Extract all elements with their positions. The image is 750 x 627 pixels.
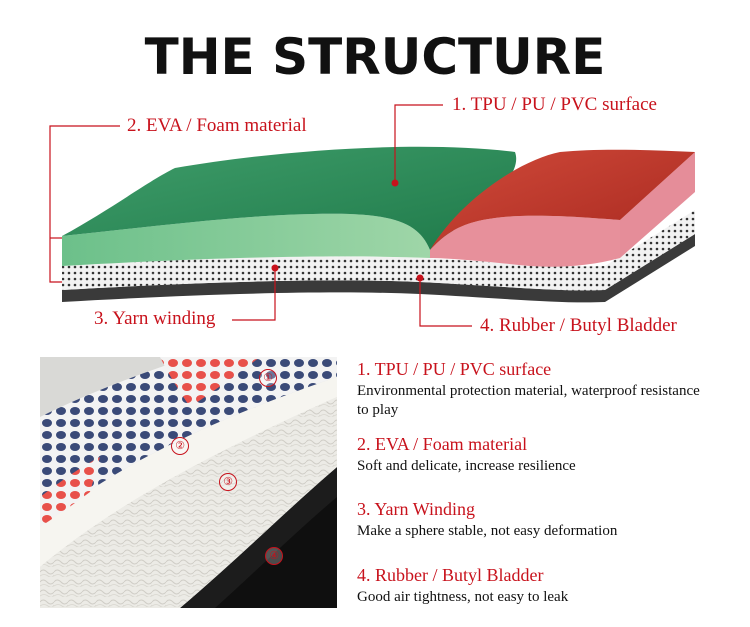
eva-front-face (62, 213, 430, 266)
yarn-layer (62, 222, 695, 291)
layer-heading: 2. EVA / Foam material (357, 434, 528, 454)
surface-front-face (430, 215, 620, 267)
marker-4: ④ (265, 547, 283, 565)
marker-3: ③ (219, 473, 237, 491)
cross-section-illustration (40, 357, 337, 608)
layer-desc-2: 2. EVA / Foam material Soft and delicate… (357, 433, 737, 476)
callout-eva: 2. EVA / Foam material (127, 115, 307, 136)
layer-desc-1: 1. TPU / PU / PVC surface Environmental … (357, 358, 737, 420)
marker-1: ① (259, 369, 277, 387)
callout-surface: 1. TPU / PU / PVC surface (452, 94, 657, 115)
layer-desc-4: 4. Rubber / Butyl Bladder Good air tight… (357, 564, 737, 607)
layer-text: Environmental protection material, water… (357, 383, 700, 418)
layer-text: Soft and delicate, increase resilience (357, 458, 576, 474)
page-title: THE STRUCTURE (144, 28, 606, 86)
layer-text: Good air tightness, not easy to leak (357, 589, 569, 605)
layer-text: Make a sphere stable, not easy deformati… (357, 523, 618, 539)
marker-2: ② (171, 437, 189, 455)
layer-heading: 4. Rubber / Butyl Bladder (357, 565, 544, 585)
layer-structure-diagram (49, 104, 695, 327)
surface-side-face (620, 152, 695, 258)
bladder-layer (62, 234, 695, 303)
callout-bladder: 4. Rubber / Butyl Bladder (480, 315, 677, 336)
surface-top (430, 149, 695, 250)
callout-yarn: 3. Yarn winding (94, 308, 216, 329)
cross-section-photo: ① ② ③ ④ (40, 357, 337, 608)
layer-heading: 3. Yarn Winding (357, 499, 475, 519)
eva-top-surface (62, 146, 517, 250)
layer-desc-3: 3. Yarn Winding Make a sphere stable, no… (357, 498, 737, 541)
layer-heading: 1. TPU / PU / PVC surface (357, 359, 552, 379)
